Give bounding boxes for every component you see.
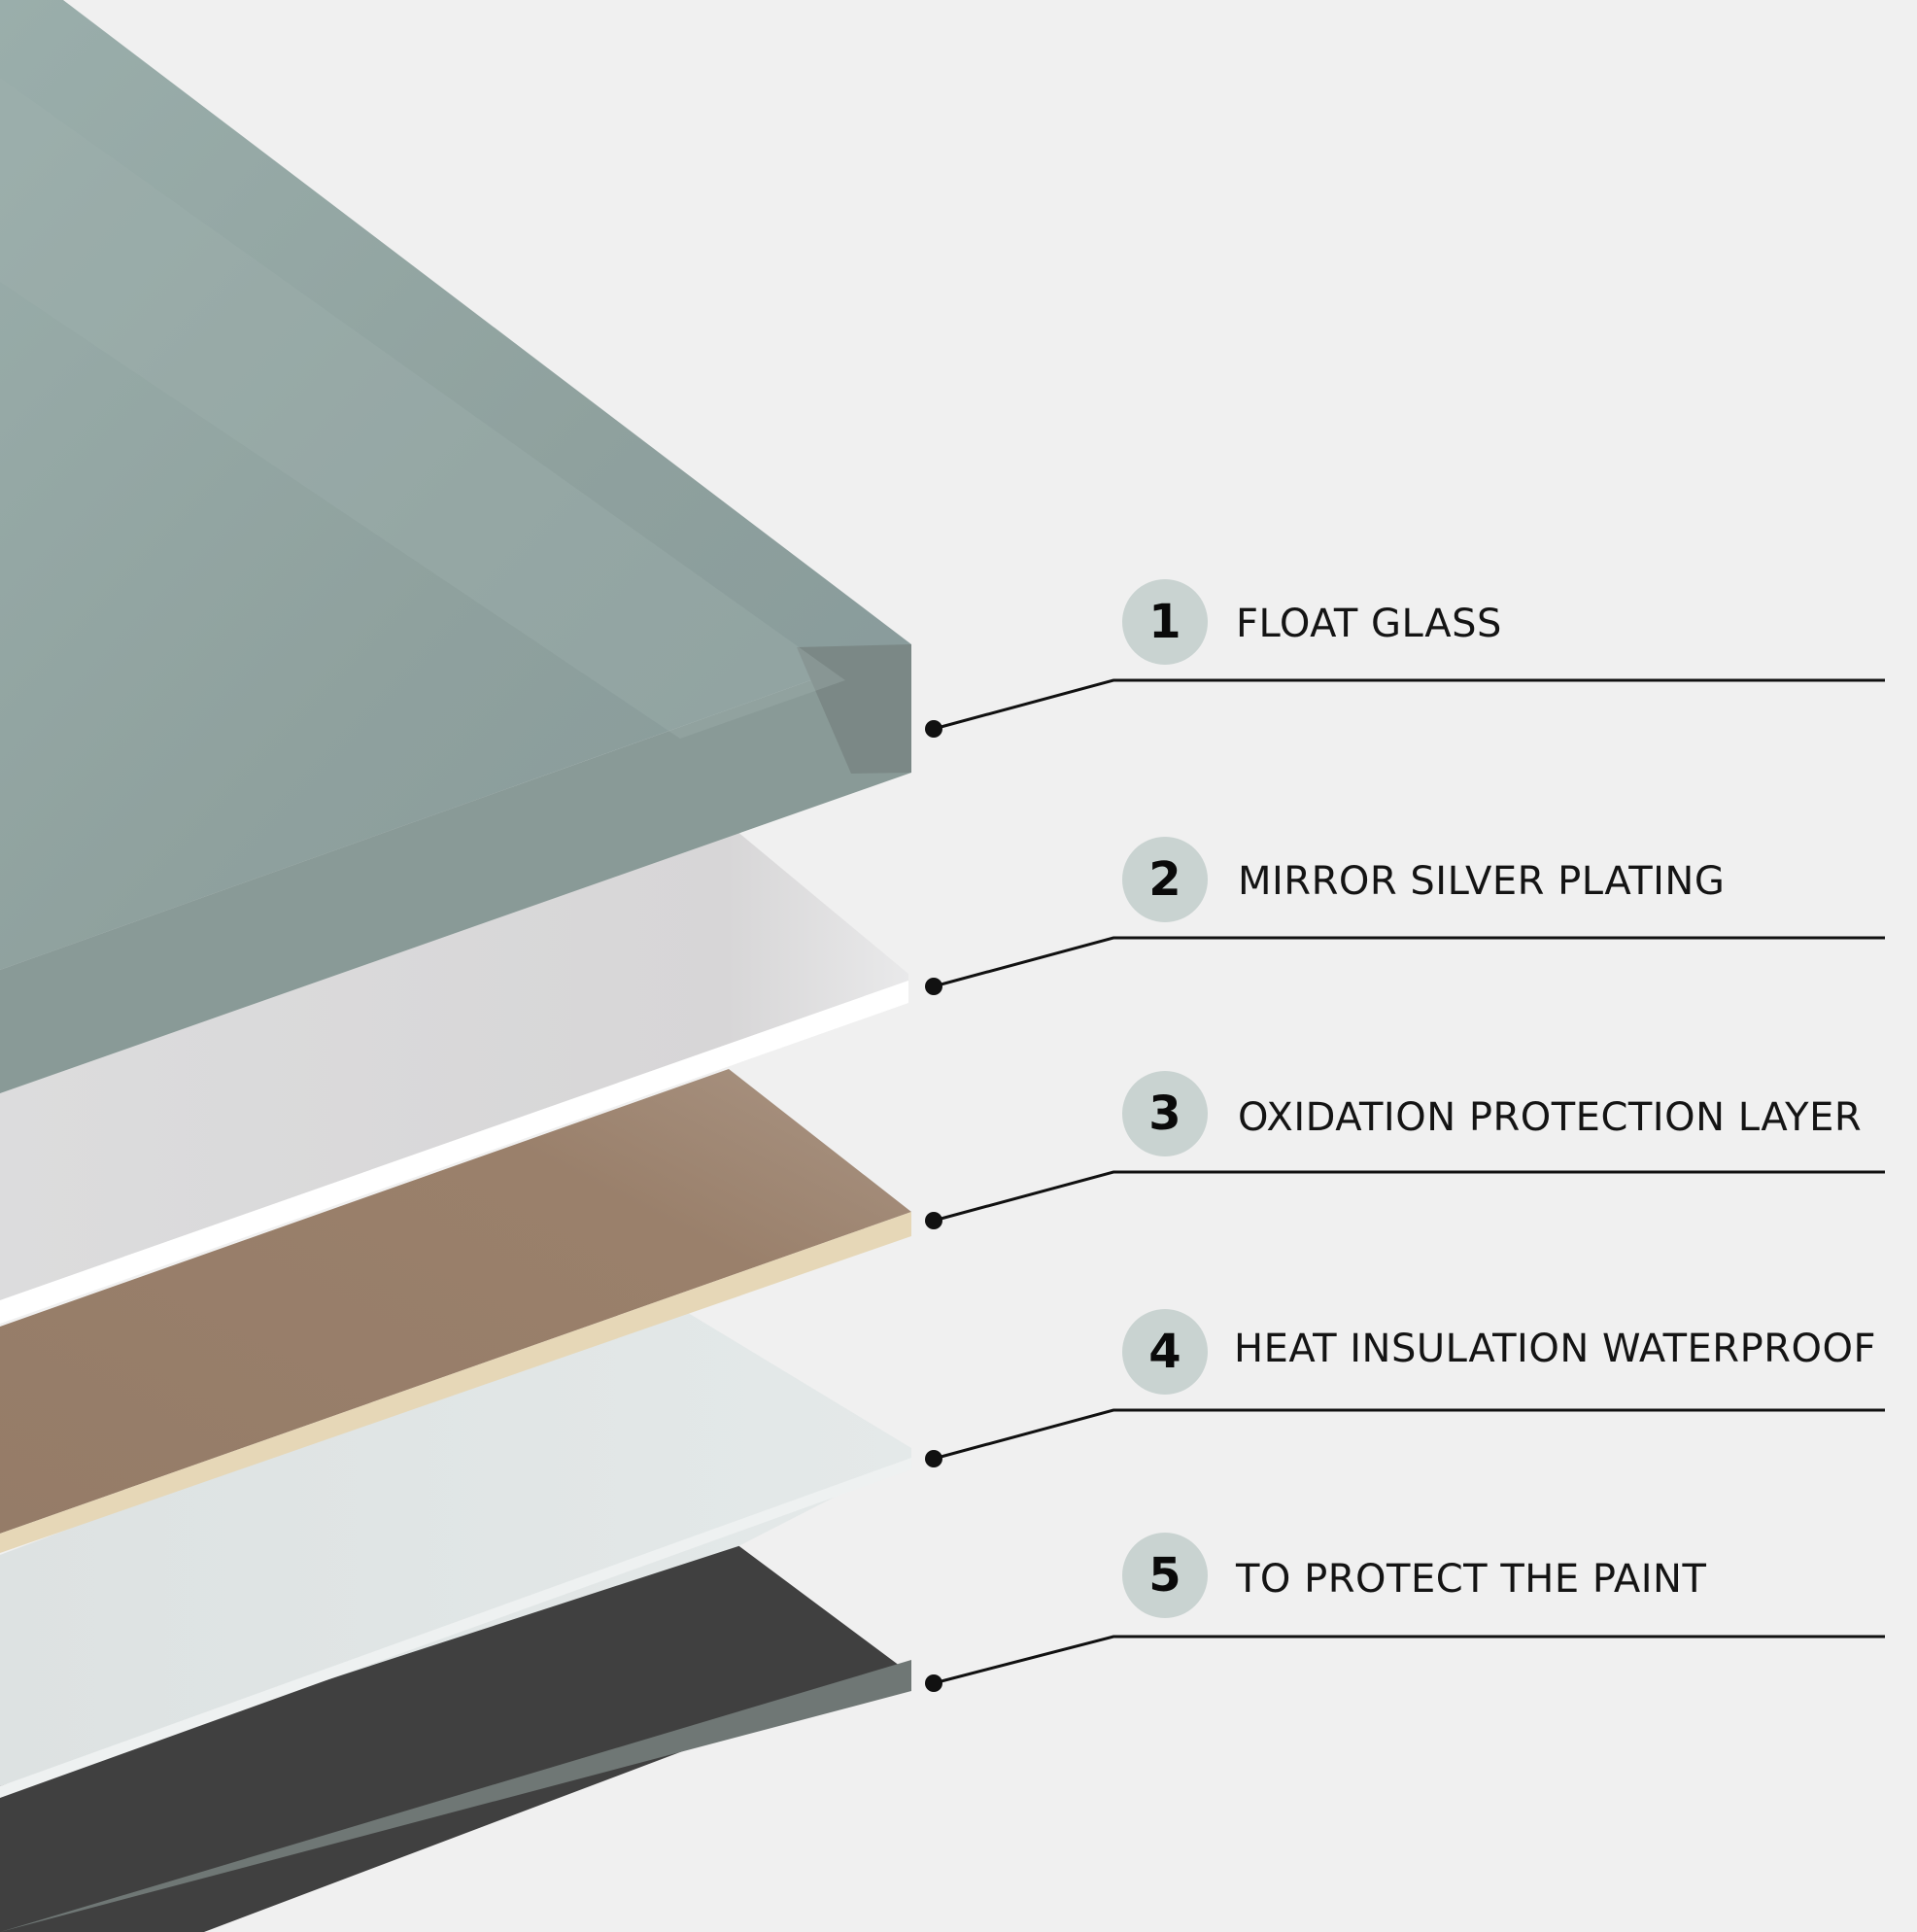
layer-label-mirror-silver-plating: MIRROR SILVER PLATING bbox=[1238, 859, 1726, 904]
leader-dot-1 bbox=[925, 720, 942, 738]
layer-2-edge bbox=[0, 981, 908, 1324]
leader-line-1 bbox=[933, 678, 1885, 731]
leader-dot-4 bbox=[925, 1450, 942, 1467]
layer-4-edge bbox=[0, 1458, 911, 1798]
badge-number: 1 bbox=[1148, 595, 1181, 649]
layer-1-side-edge bbox=[797, 644, 911, 774]
leader-line-3 bbox=[933, 1170, 1885, 1223]
leader-dot-2 bbox=[925, 978, 942, 995]
layer-label-protect-paint: TO PROTECT THE PAINT bbox=[1236, 1557, 1707, 1602]
leader-dot-3 bbox=[925, 1212, 942, 1229]
layer-label-heat-insulation: HEAT INSULATION WATERPROOF bbox=[1234, 1327, 1876, 1371]
layer-label-oxidation-protection: OXIDATION PROTECTION LAYER bbox=[1238, 1095, 1863, 1140]
leader-dot-5 bbox=[925, 1674, 942, 1692]
leader-line-4 bbox=[933, 1408, 1885, 1461]
layer-1-top bbox=[0, 0, 911, 970]
layer-label-float-glass: FLOAT GLASS bbox=[1236, 602, 1502, 646]
badge-1: 1 bbox=[1122, 579, 1208, 665]
layer-5-edge bbox=[0, 1660, 911, 1932]
layer-1-glass bbox=[0, 0, 911, 1093]
badge-number: 5 bbox=[1148, 1548, 1181, 1603]
badge-number: 4 bbox=[1148, 1325, 1181, 1379]
badge-4: 4 bbox=[1122, 1309, 1208, 1395]
layer-1-front-edge bbox=[0, 644, 911, 1093]
layer-3-top bbox=[0, 1069, 911, 1534]
badge-2: 2 bbox=[1122, 837, 1208, 922]
badge-number: 2 bbox=[1148, 852, 1181, 907]
badge-5: 5 bbox=[1122, 1533, 1208, 1618]
layer-3-oxidation bbox=[0, 1069, 911, 1553]
leader-line-2 bbox=[933, 936, 1885, 988]
leader-line-5 bbox=[933, 1635, 1885, 1685]
layer-3-edge bbox=[0, 1212, 911, 1553]
badge-number: 3 bbox=[1148, 1087, 1181, 1141]
layer-5-top bbox=[0, 1538, 911, 1932]
leader-lines bbox=[925, 678, 1885, 1692]
layer-4-insulation bbox=[0, 1302, 911, 1798]
layer-1-inner-sheen bbox=[0, 78, 845, 739]
layer-4-top bbox=[0, 1302, 911, 1786]
badge-3: 3 bbox=[1122, 1071, 1208, 1156]
layer-5-paint bbox=[0, 1538, 911, 1932]
